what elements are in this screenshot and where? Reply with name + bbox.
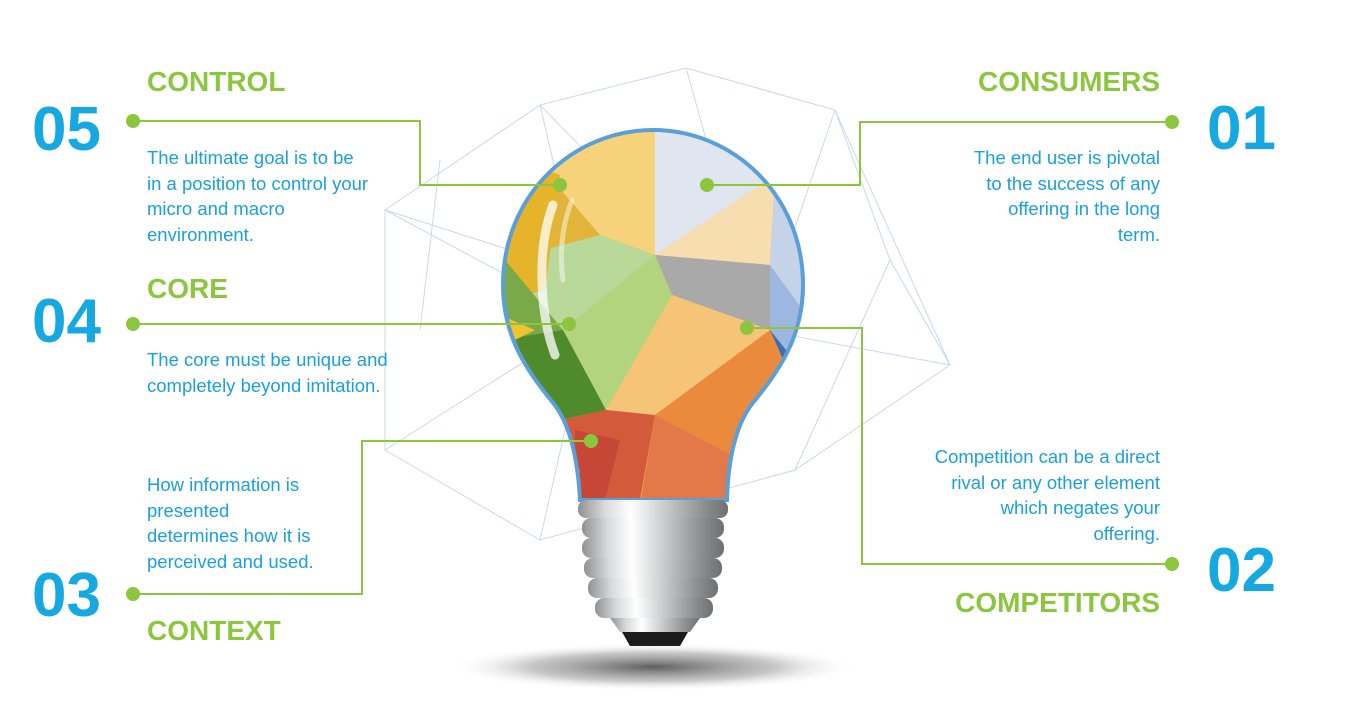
connectors [133, 120, 1172, 595]
text-control: The ultimate goal is to be in a position… [147, 147, 369, 245]
dot-consumers-bulb [700, 178, 714, 192]
dot-context-bulb [584, 434, 598, 448]
number-consumers: 01 [1207, 94, 1276, 163]
bulb-screw-base [578, 500, 728, 646]
text-competitors: Competition can be a direct rival or any… [934, 446, 1160, 544]
number-competitors: 02 [1207, 536, 1276, 605]
connector-consumers [707, 121, 1172, 186]
title-control: CONTROL [147, 66, 286, 97]
title-core: CORE [147, 273, 228, 304]
connector-control [133, 120, 560, 186]
dot-core-end [126, 317, 140, 331]
bulb-shadow [448, 643, 858, 691]
dot-core-bulb [562, 317, 576, 331]
number-context: 03 [32, 561, 101, 630]
dot-consumers-end [1165, 115, 1179, 129]
connector-dots [126, 114, 1179, 601]
dot-control-end [126, 114, 140, 128]
title-context: CONTEXT [147, 615, 281, 646]
number-control: 05 [32, 95, 101, 164]
dot-competitors-bulb [740, 321, 754, 335]
dot-competitors-end [1165, 557, 1179, 571]
number-core: 04 [32, 287, 101, 356]
text-context: How information is presented determines … [147, 474, 314, 572]
text-consumers: The end user is pivotal to the success o… [973, 147, 1160, 245]
text-core: The core must be unique and completely b… [147, 349, 388, 396]
dot-context-end [126, 587, 140, 601]
title-consumers: CONSUMERS [977, 66, 1160, 97]
connector-context [133, 440, 591, 595]
title-competitors: COMPETITORS [955, 587, 1160, 618]
connector-competitors [747, 327, 1172, 565]
dot-control-bulb [553, 178, 567, 192]
